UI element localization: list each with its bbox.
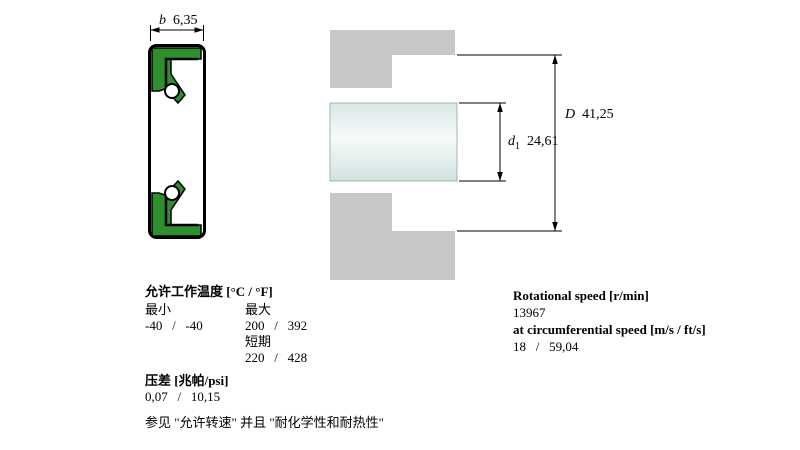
garter-spring-top: [164, 83, 180, 99]
rotational-speed-value: 13967: [513, 305, 546, 320]
dim-D-letter: D: [565, 107, 576, 122]
housing-top: [330, 30, 455, 88]
garter-spring-bottom: [164, 185, 180, 201]
specs-left-block: 允许工作温度 [°C / °F] 最小 最大 -40 / -40 200 / 3…: [145, 284, 485, 431]
dim-D-arrow-bottom: [552, 222, 558, 231]
dim-b-letter: b: [159, 13, 166, 28]
pressure-block: 压差 [兆帕/psi] 0,07 / 10,15: [145, 373, 485, 405]
specs-right-block: Rotational speed [r/min] 13967 at circum…: [513, 287, 773, 355]
pressure-title: 压差 [兆帕/psi]: [145, 373, 229, 388]
dim-label-d1: d1 24,61: [508, 134, 559, 152]
dim-D-value: 41,25: [582, 107, 614, 122]
dim-b-arrow-left: [150, 27, 160, 33]
temp-grid-spacer-1: [145, 334, 245, 350]
dim-label-D: D 41,25: [565, 107, 614, 123]
temp-short-term-value: 220 / 428: [245, 350, 308, 365]
temperature-title: 允许工作温度 [°C / °F]: [145, 284, 273, 299]
dim-d1-arrow-bottom: [497, 172, 503, 181]
seal-outline: [148, 44, 206, 239]
dim-b-value: 6,35: [173, 13, 198, 28]
dim-D-arrow-top: [552, 55, 558, 64]
dim-d1-value: 24,61: [527, 134, 559, 149]
dim-d1-letter: d: [508, 134, 515, 149]
dim-d1-lines: [459, 102, 506, 182]
dim-d1-arrow-top: [497, 103, 503, 112]
circumferential-speed-value: 18 / 59,04: [513, 339, 579, 354]
shaft: [329, 102, 458, 182]
dim-d1-subscript: 1: [515, 140, 520, 152]
pressure-value: 0,07 / 10,15: [145, 389, 221, 404]
temperature-table: 最小 最大 -40 / -40 200 / 392 短期 220 / 428: [145, 302, 485, 366]
temp-max-value: 200 / 392: [245, 318, 308, 333]
temp-short-term-label: 短期: [245, 334, 272, 349]
see-also-note: 参见 "允许转速" 并且 "耐化学性和耐热性": [145, 415, 384, 430]
circumferential-speed-title: at circumferential speed [m/s / ft/s]: [513, 322, 706, 337]
temp-min-value: -40 / -40: [145, 318, 203, 333]
temp-min-label: 最小: [145, 302, 172, 317]
mounting-drawing: [329, 30, 562, 280]
temp-grid-spacer-2: [145, 350, 245, 366]
seal-cross-section-drawing: [148, 25, 206, 239]
rotational-speed-title: Rotational speed [r/min]: [513, 288, 649, 303]
dim-b-arrow-right: [194, 27, 204, 33]
housing-bottom: [330, 193, 455, 280]
seal-bottom-case: [164, 196, 198, 227]
dim-label-b: b 6,35: [159, 13, 198, 29]
dim-D-lines: [457, 54, 562, 232]
seal-top-case: [164, 57, 198, 88]
temp-max-label: 最大: [245, 302, 272, 317]
